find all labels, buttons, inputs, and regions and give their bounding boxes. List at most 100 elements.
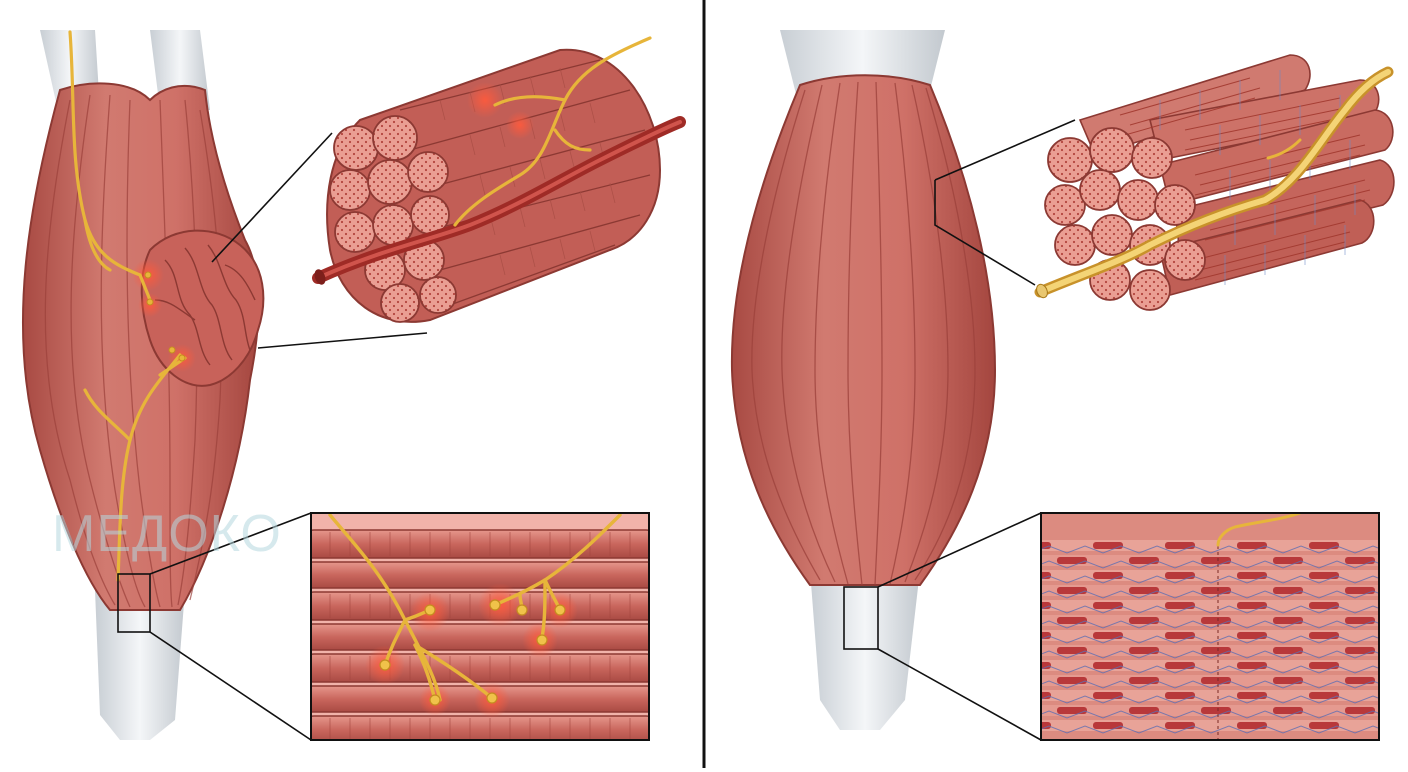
a-band: [1381, 632, 1408, 639]
callout-line: [257, 332, 428, 349]
a-band: [1093, 632, 1123, 639]
a-band: [1165, 602, 1195, 609]
z-line-mesh: [1041, 695, 1379, 704]
myofibril-row: [1041, 540, 1379, 551]
myofibril-row: [1041, 660, 1379, 671]
a-band: [1093, 542, 1123, 549]
a-band: [1309, 692, 1339, 699]
closeup-frame: [1040, 512, 1380, 741]
a-band: [1093, 722, 1123, 729]
a-band: [1381, 572, 1408, 579]
damaged-fiber-bundle-magnified: [312, 36, 686, 323]
a-band: [1057, 557, 1087, 564]
callout-line: [877, 648, 1042, 741]
a-band: [1129, 617, 1159, 624]
a-band: [1093, 662, 1123, 669]
a-band: [1345, 587, 1375, 594]
a-band: [1041, 602, 1051, 609]
a-band: [1309, 572, 1339, 579]
callout-line: [211, 132, 333, 263]
z-line-mesh: [1041, 620, 1379, 629]
a-band: [1201, 647, 1231, 654]
a-band: [1129, 677, 1159, 684]
healthy-muscle-panel: [730, 30, 1408, 741]
a-band: [1057, 617, 1087, 624]
closeup-frame: [310, 512, 650, 741]
healthy-lower-tendon: [810, 570, 920, 730]
a-band: [1237, 662, 1267, 669]
a-band: [1093, 572, 1123, 579]
z-line-mesh: [1041, 605, 1379, 614]
a-band: [1237, 692, 1267, 699]
a-band: [1273, 677, 1303, 684]
a-band: [1309, 602, 1339, 609]
bundle-nerve: [453, 36, 652, 227]
callout-line: [934, 119, 1076, 286]
a-band: [1165, 542, 1195, 549]
a-band: [1165, 692, 1195, 699]
a-band: [1273, 707, 1303, 714]
a-band: [1381, 692, 1408, 699]
closeup-nerve: [1216, 513, 1302, 547]
a-band: [1309, 662, 1339, 669]
myofibril-row: [1041, 720, 1379, 731]
a-band: [1237, 542, 1267, 549]
a-band: [1129, 587, 1159, 594]
a-band: [1345, 557, 1375, 564]
a-band: [1345, 677, 1375, 684]
callout-line: [149, 512, 312, 575]
a-band: [1041, 662, 1051, 669]
a-band: [1093, 692, 1123, 699]
z-line-mesh: [1041, 710, 1379, 719]
a-band: [1237, 632, 1267, 639]
z-line-mesh: [1041, 545, 1379, 554]
callout-line: [149, 631, 312, 741]
a-band: [1057, 587, 1087, 594]
callout-line: [877, 512, 1042, 588]
a-band: [1309, 632, 1339, 639]
damaged-lower-tendon: [95, 590, 185, 740]
a-band: [1057, 707, 1087, 714]
z-line-mesh: [1041, 635, 1379, 644]
a-band: [1381, 662, 1408, 669]
a-band: [1201, 707, 1231, 714]
a-band: [1273, 587, 1303, 594]
a-band: [1273, 557, 1303, 564]
a-band: [1237, 722, 1267, 729]
myofibril-row: [1041, 570, 1379, 581]
z-line-mesh: [1041, 575, 1379, 584]
z-line-mesh: [1041, 665, 1379, 674]
z-line-mesh: [1041, 725, 1379, 734]
a-band: [1165, 722, 1195, 729]
a-band: [1345, 707, 1375, 714]
healthy-muscle-belly: [730, 74, 997, 586]
a-band: [1381, 542, 1408, 549]
a-band: [1041, 722, 1051, 729]
z-line-mesh: [1041, 680, 1379, 689]
a-band: [1309, 542, 1339, 549]
a-band: [1381, 602, 1408, 609]
a-band: [1237, 572, 1267, 579]
inflammation-spot: [467, 82, 503, 118]
z-line-mesh: [1041, 590, 1379, 599]
a-band: [1273, 617, 1303, 624]
myofibril-row: [1041, 690, 1379, 701]
a-band: [1041, 542, 1051, 549]
a-band: [1201, 677, 1231, 684]
z-line-mesh: [1041, 650, 1379, 659]
a-band: [1273, 647, 1303, 654]
a-band: [1093, 602, 1123, 609]
healthy-muscle-striations: [751, 81, 976, 586]
a-band: [1381, 722, 1408, 729]
a-band: [1201, 587, 1231, 594]
a-band: [1041, 632, 1051, 639]
a-band: [1165, 572, 1195, 579]
damaged-fibers-closeup: [311, 513, 649, 740]
a-band: [1057, 647, 1087, 654]
zoom-marker: [117, 573, 151, 633]
damaged-muscle-belly: [21, 82, 260, 611]
nerve-endings: [144, 271, 186, 362]
a-band: [1041, 572, 1051, 579]
